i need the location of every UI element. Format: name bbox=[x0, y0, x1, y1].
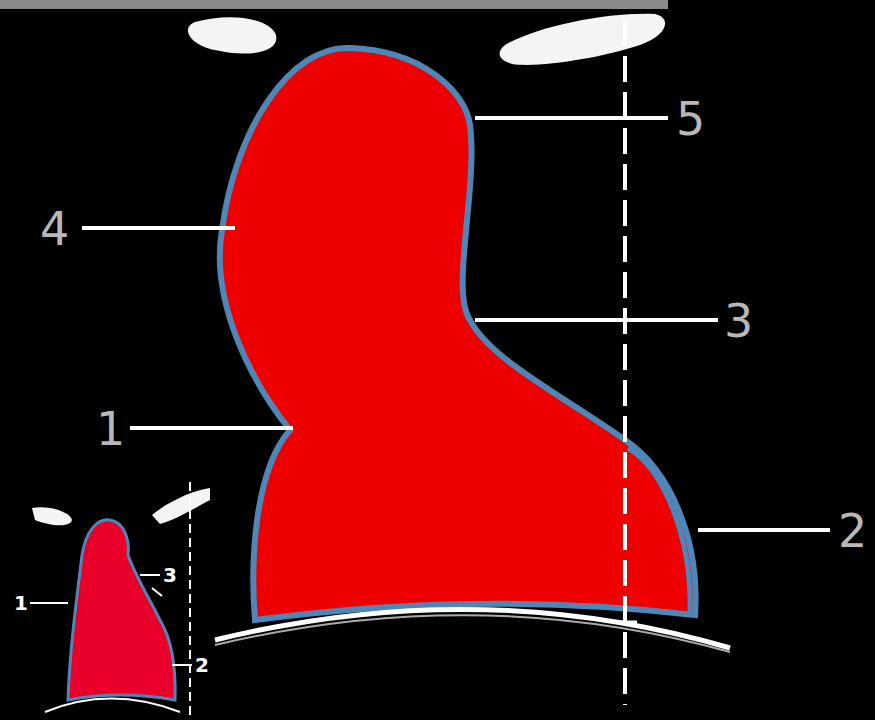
callout-number: 1 bbox=[96, 406, 125, 452]
callout-number: 2 bbox=[195, 655, 209, 675]
callout-number: 3 bbox=[163, 565, 177, 585]
callout-number: 3 bbox=[724, 298, 753, 344]
callout-number: 1 bbox=[14, 593, 28, 613]
callout-number: 2 bbox=[838, 508, 867, 554]
callout-number: 4 bbox=[40, 206, 69, 252]
callout-number: 5 bbox=[676, 96, 705, 142]
